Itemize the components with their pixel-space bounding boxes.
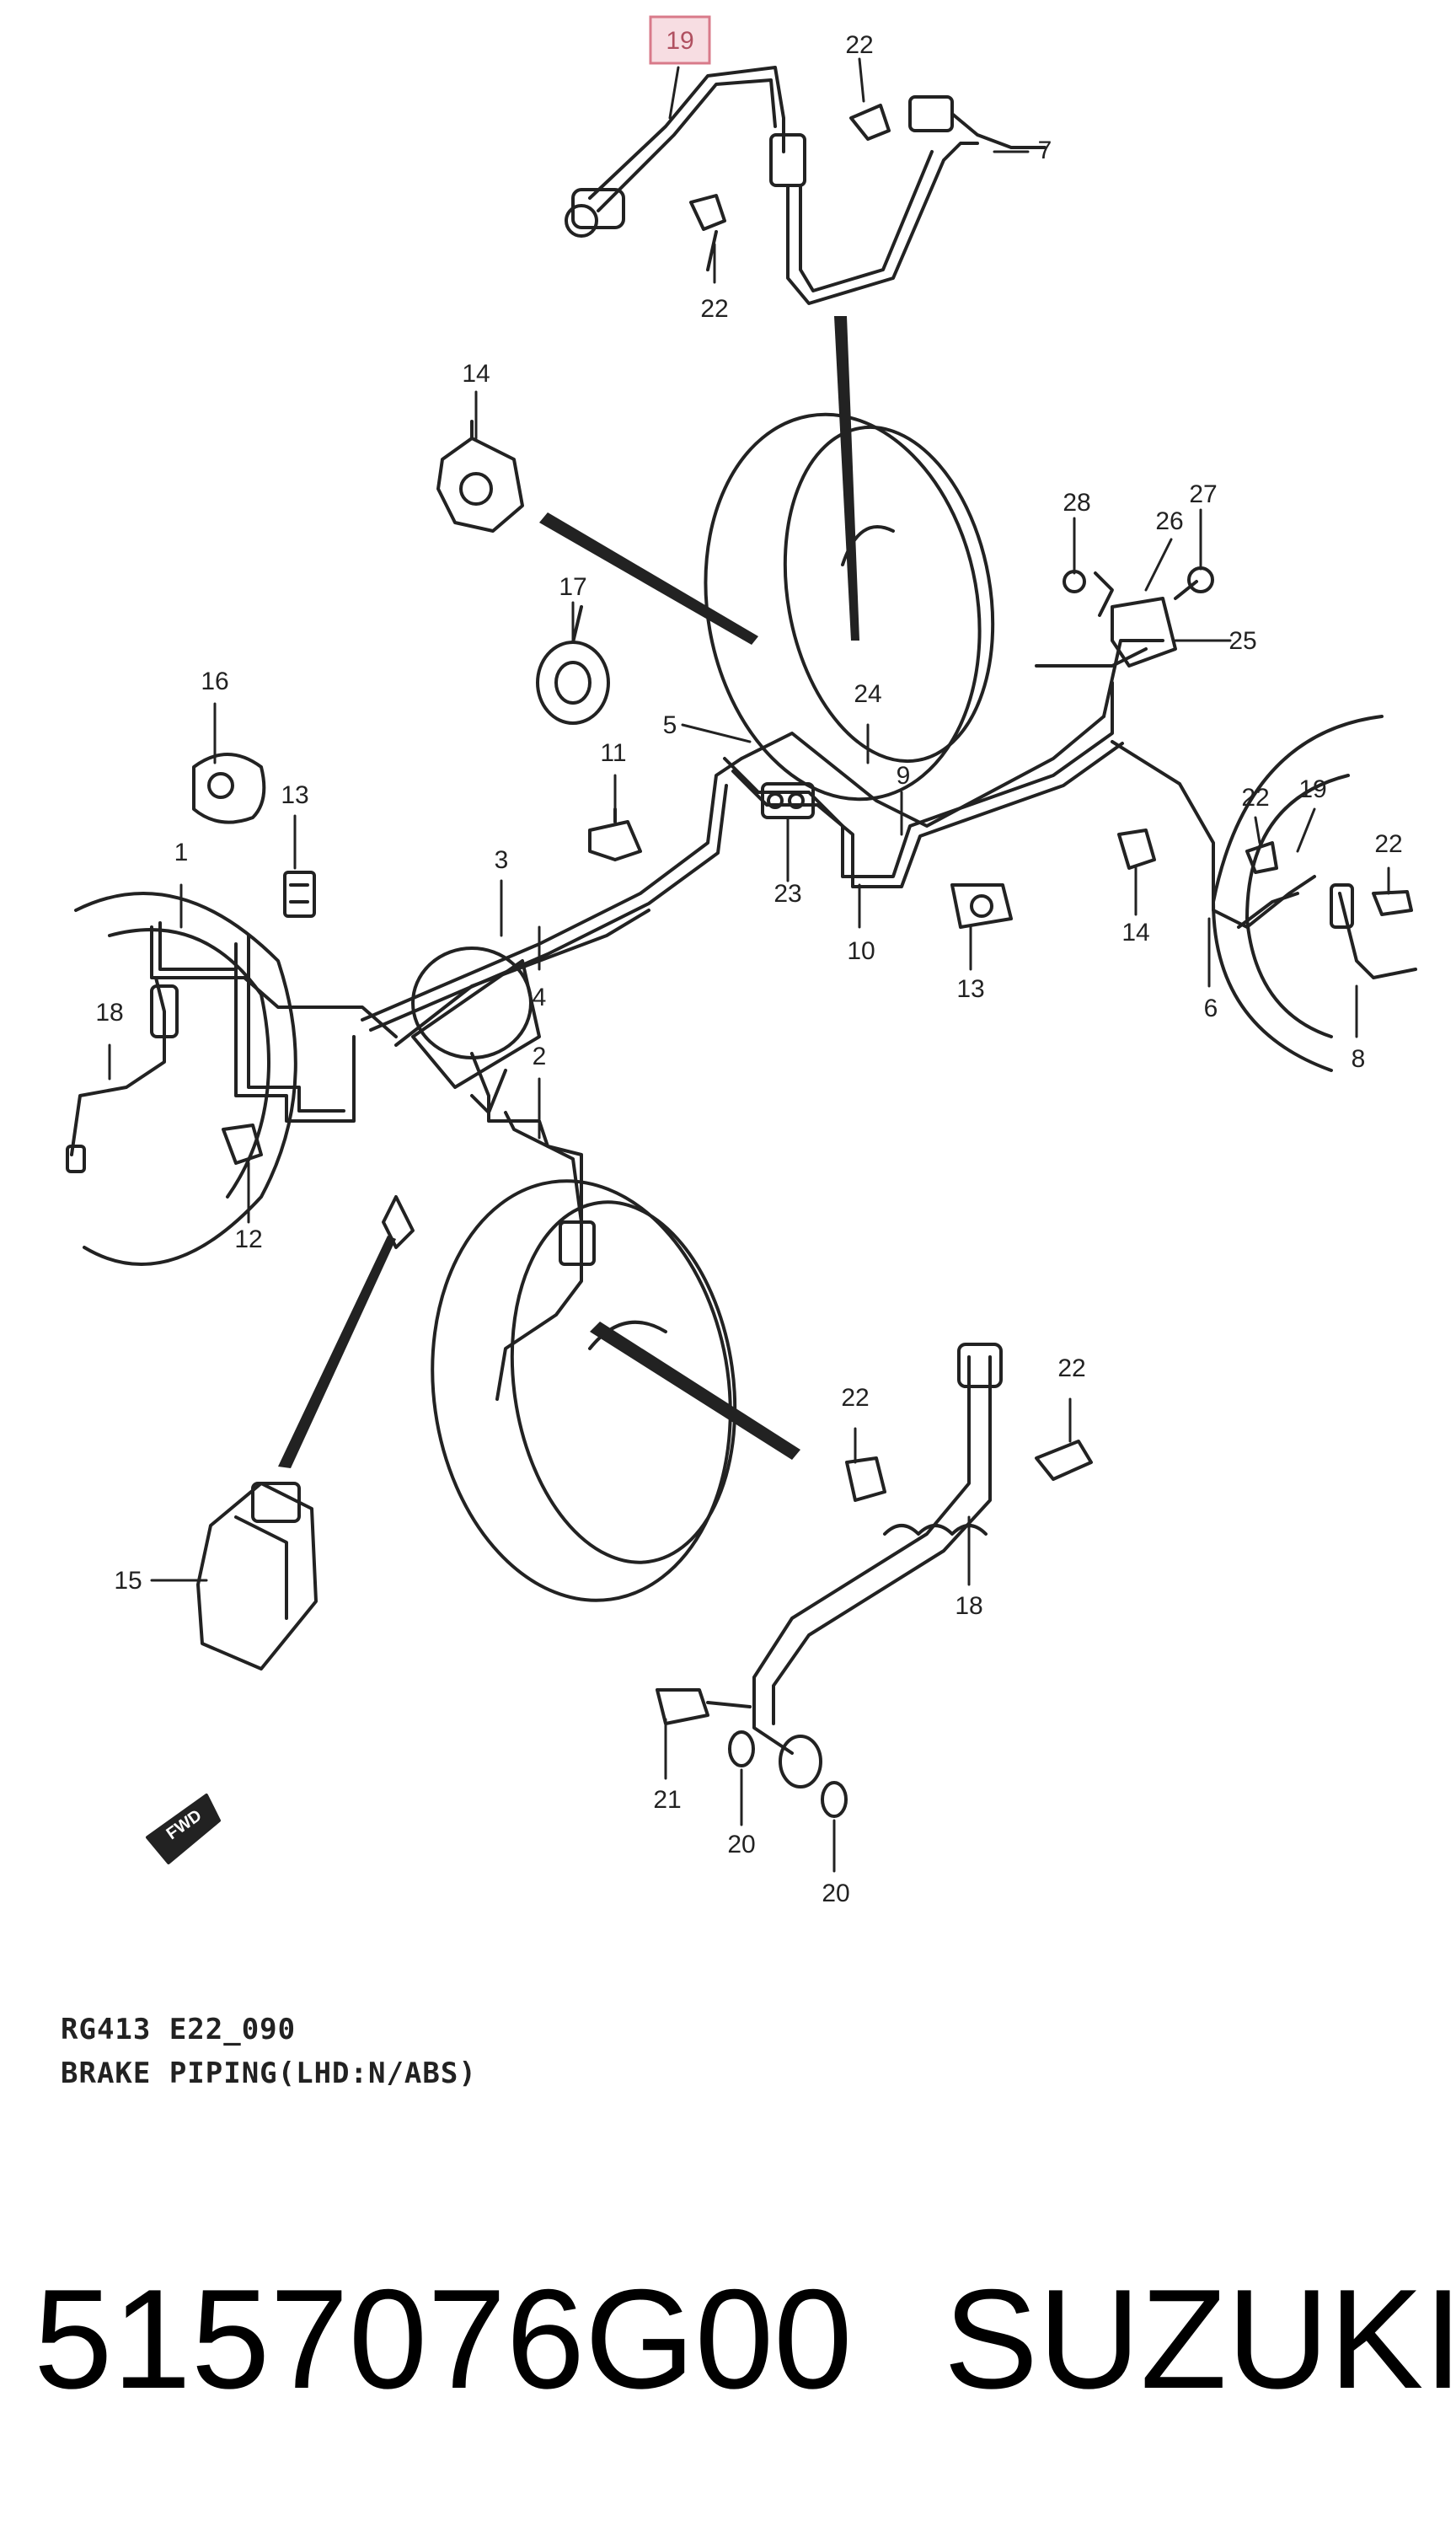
front-hose-2 (495, 1111, 596, 1401)
master-cylinder (411, 947, 541, 1089)
callout-20-b: 20 (822, 1880, 849, 1907)
brand-name: SUZUKI (944, 2260, 1456, 2418)
clip-11 (588, 807, 642, 861)
bolt-21 (656, 1688, 752, 1725)
brake-pipes (150, 639, 1316, 1241)
leader-wedge-top (834, 316, 859, 641)
callout-labels: 19 22 7 22 14 28 27 26 25 17 16 5 24 11 … (95, 27, 1402, 1907)
callout-16: 16 (201, 668, 228, 695)
bracket-14-top (436, 420, 524, 533)
callout-26: 26 (1155, 507, 1183, 535)
hose-18-bottom (752, 1343, 1003, 1789)
callout-24: 24 (854, 680, 881, 708)
left-hose-18 (66, 976, 179, 1173)
cap-16 (192, 753, 266, 824)
leader-wedge-14 (539, 512, 758, 645)
washer-20-a (728, 1730, 755, 1767)
callout-19-top: 19 (666, 27, 693, 55)
diagram-title: BRAKE PIPING(LHD:N/ABS) (61, 2057, 477, 2090)
callout-20-a: 20 (727, 1831, 755, 1858)
callout-14-right: 14 (1121, 919, 1149, 947)
rear-left-drum (74, 892, 297, 1266)
clip-13-left (283, 871, 316, 918)
callout-21: 21 (653, 1786, 681, 1814)
grommet-17 (536, 605, 610, 725)
front-left-drum (431, 1179, 737, 1602)
callout-22-c: 22 (1241, 784, 1269, 812)
callout-18-bottom: 18 (955, 1592, 982, 1620)
callout-1: 1 (174, 839, 189, 866)
callout-22-d: 22 (1374, 830, 1402, 858)
highlight-box-19 (649, 15, 711, 65)
callout-14-top: 14 (462, 360, 490, 388)
callout-4: 4 (533, 984, 547, 1011)
callout-13-a: 13 (281, 781, 308, 809)
clip-12 (222, 1124, 263, 1165)
callout-17: 17 (559, 573, 586, 601)
callout-8: 8 (1352, 1045, 1366, 1073)
valve-25 (1063, 566, 1214, 668)
callout-7: 7 (1038, 137, 1052, 164)
callout-2: 2 (533, 1043, 547, 1070)
clip-22-bottom-left (845, 1456, 886, 1502)
caliper-15 (196, 1195, 415, 1671)
part-number: 5157076G00 (34, 2260, 853, 2418)
callout-22-b: 22 (700, 295, 728, 323)
junction-23 (761, 782, 815, 819)
callout-18-left: 18 (95, 999, 123, 1027)
right-front-drum (704, 412, 995, 802)
fwd-arrow (146, 1794, 221, 1864)
callout-23: 23 (774, 880, 801, 908)
right-hose-19-8 (1237, 841, 1417, 979)
diagram-code: RG413 E22_090 (61, 2013, 297, 2046)
clip-22-bottom-right (1035, 1440, 1093, 1481)
callout-22-f: 22 (1057, 1354, 1085, 1382)
callout-6: 6 (1204, 995, 1218, 1022)
leader-lines (108, 57, 1390, 1873)
washer-20-b (821, 1781, 848, 1818)
leader-wedge-15 (278, 1236, 396, 1468)
callout-25: 25 (1228, 627, 1256, 655)
callout-15: 15 (114, 1567, 142, 1595)
callout-9: 9 (897, 762, 911, 790)
callout-27: 27 (1189, 480, 1217, 508)
leader-wedge-drum (590, 1322, 800, 1460)
callout-5: 5 (663, 711, 677, 739)
clip-13-right (950, 883, 1013, 929)
callout-22-e: 22 (841, 1384, 869, 1412)
callout-22-a: 22 (845, 31, 873, 59)
callout-19-right: 19 (1298, 775, 1326, 803)
callout-10: 10 (847, 937, 875, 965)
callout-13-b: 13 (956, 975, 984, 1003)
callout-11: 11 (600, 739, 626, 767)
callout-28: 28 (1063, 489, 1090, 517)
callout-12: 12 (234, 1225, 262, 1253)
callout-3: 3 (495, 846, 509, 874)
clip-14-right (1117, 829, 1156, 870)
hose-19-top (565, 66, 1046, 305)
